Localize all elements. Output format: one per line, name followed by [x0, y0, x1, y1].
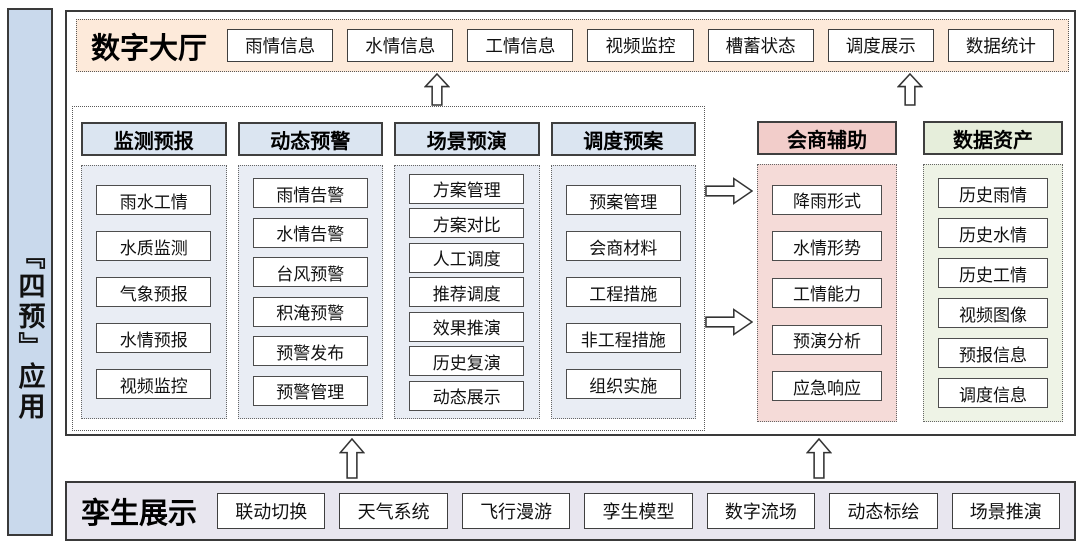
digital-hall-item-button[interactable]: 调度展示 — [827, 29, 934, 62]
module-item-button[interactable]: 预案管理 — [565, 185, 681, 215]
sidebar-title: 『四预』应用 — [14, 242, 45, 422]
module-item-button[interactable]: 雨情告警 — [252, 178, 368, 209]
support-column-header: 会商辅助 — [757, 121, 897, 155]
support-item-button[interactable]: 历史工情 — [937, 258, 1049, 288]
support-item-button[interactable]: 应急响应 — [771, 371, 883, 402]
support-column: 会商辅助 降雨形式水情形势工情能力预演分析应急响应 — [757, 121, 897, 422]
module-column: 监测预报 雨水工情水质监测气象预报水情预报视频监控 — [81, 122, 227, 419]
module-item-button[interactable]: 预警发布 — [252, 336, 368, 367]
module-item-button[interactable]: 视频监控 — [96, 369, 212, 399]
support-item-button[interactable]: 视频图像 — [937, 298, 1049, 328]
arrow-up-bottom-left-icon — [339, 438, 365, 479]
module-item-button[interactable]: 预警管理 — [252, 375, 368, 406]
digital-hall-item-button[interactable]: 工情信息 — [467, 29, 574, 62]
digital-hall-item-button[interactable]: 槽蓄状态 — [707, 29, 814, 62]
twin-display-title: 孪生展示 — [81, 498, 198, 530]
module-item-button[interactable]: 人工调度 — [409, 242, 525, 273]
support-columns-group: 会商辅助 降雨形式水情形势工情能力预演分析应急响应 数据资产 历史雨情历史水情历… — [757, 121, 1063, 422]
arrow-up-right-icon — [897, 73, 923, 106]
module-item-button[interactable]: 历史复演 — [409, 346, 525, 376]
digital-hall-item-button[interactable]: 水情信息 — [347, 29, 454, 62]
app-columns-group: 监测预报 雨水工情水质监测气象预报水情预报视频监控 动态预警 雨情告警水情告警台… — [72, 106, 705, 431]
twin-display-item-button[interactable]: 场景推演 — [951, 493, 1060, 529]
support-column-header: 数据资产 — [923, 121, 1063, 155]
twin-display-item-button[interactable]: 天气系统 — [339, 493, 448, 529]
digital-hall-title: 数字大厅 — [91, 32, 208, 65]
twin-display-item-button[interactable]: 动态标绘 — [829, 493, 938, 529]
module-item-button[interactable]: 方案对比 — [409, 208, 525, 238]
support-item-button[interactable]: 工情能力 — [771, 277, 883, 308]
arrow-up-bottom-right-icon — [806, 438, 832, 479]
module-item-button[interactable]: 效果推演 — [409, 311, 525, 342]
support-item-button[interactable]: 降雨形式 — [771, 184, 883, 215]
module-item-button[interactable]: 工程措施 — [565, 277, 681, 307]
digital-hall-item-button[interactable]: 视频监控 — [587, 29, 694, 62]
module-item-button[interactable]: 方案管理 — [409, 173, 525, 204]
module-column-body: 雨水工情水质监测气象预报水情预报视频监控 — [81, 165, 227, 419]
arrow-right-bottom-icon — [705, 307, 753, 337]
module-column: 调度预案 预案管理会商材料工程措施非工程措施组织实施 — [550, 122, 696, 419]
support-item-button[interactable]: 水情形势 — [771, 231, 883, 262]
sidebar-four-predictions-banner: 『四预』应用 — [7, 8, 53, 536]
module-column-header: 场景预演 — [394, 122, 540, 156]
arrow-up-left-icon — [424, 73, 450, 106]
module-item-button[interactable]: 推荐调度 — [409, 277, 525, 307]
main-application-box: 数字大厅 雨情信息水情信息工情信息视频监控槽蓄状态调度展示数据统计 监测预报 雨… — [65, 10, 1076, 436]
module-item-button[interactable]: 非工程措施 — [565, 323, 681, 353]
support-column-body: 降雨形式水情形势工情能力预演分析应急响应 — [757, 164, 897, 422]
module-item-button[interactable]: 雨水工情 — [96, 185, 212, 215]
digital-hall-item-button[interactable]: 数据统计 — [947, 29, 1054, 62]
twin-display-item-button[interactable]: 数字流场 — [706, 493, 816, 529]
support-item-button[interactable]: 调度信息 — [937, 378, 1049, 408]
support-item-button[interactable]: 历史水情 — [937, 218, 1049, 248]
module-column-header: 调度预案 — [550, 122, 696, 156]
module-item-button[interactable]: 会商材料 — [565, 231, 681, 261]
module-item-button[interactable]: 组织实施 — [565, 369, 681, 399]
module-item-button[interactable]: 水质监测 — [96, 231, 212, 261]
module-column-body: 预案管理会商材料工程措施非工程措施组织实施 — [550, 165, 696, 419]
twin-display-item-button[interactable]: 联动切换 — [217, 493, 326, 529]
module-column: 动态预警 雨情告警水情告警台风预警积淹预警预警发布预警管理 — [237, 122, 383, 419]
module-column-body: 方案管理方案对比人工调度推荐调度效果推演历史复演动态展示 — [394, 165, 540, 419]
module-column-header: 动态预警 — [237, 122, 383, 156]
module-item-button[interactable]: 积淹预警 — [252, 296, 368, 327]
support-column-body: 历史雨情历史水情历史工情视频图像预报信息调度信息 — [923, 164, 1063, 422]
twin-display-item-button[interactable]: 飞行漫游 — [461, 493, 571, 529]
twin-display-panel: 孪生展示 联动切换天气系统飞行漫游孪生模型数字流场动态标绘场景推演 — [65, 481, 1076, 541]
module-item-button[interactable]: 动态展示 — [409, 380, 525, 411]
arrow-right-top-icon — [705, 176, 753, 206]
support-item-button[interactable]: 预报信息 — [937, 338, 1049, 368]
module-column: 场景预演 方案管理方案对比人工调度推荐调度效果推演历史复演动态展示 — [394, 122, 540, 419]
support-column: 数据资产 历史雨情历史水情历史工情视频图像预报信息调度信息 — [923, 121, 1063, 422]
twin-display-item-button[interactable]: 孪生模型 — [584, 493, 693, 529]
support-item-button[interactable]: 历史雨情 — [937, 178, 1049, 208]
module-item-button[interactable]: 水情告警 — [252, 217, 368, 248]
module-item-button[interactable]: 水情预报 — [96, 323, 212, 353]
module-item-button[interactable]: 气象预报 — [96, 277, 212, 307]
module-column-body: 雨情告警水情告警台风预警积淹预警预警发布预警管理 — [237, 165, 383, 419]
support-item-button[interactable]: 预演分析 — [771, 324, 883, 355]
module-column-header: 监测预报 — [81, 122, 227, 156]
digital-hall-panel: 数字大厅 雨情信息水情信息工情信息视频监控槽蓄状态调度展示数据统计 — [76, 19, 1069, 72]
twin-display-buttons: 联动切换天气系统飞行漫游孪生模型数字流场动态标绘场景推演 — [217, 493, 1060, 529]
digital-hall-buttons: 雨情信息水情信息工情信息视频监控槽蓄状态调度展示数据统计 — [227, 29, 1054, 62]
digital-hall-item-button[interactable]: 雨情信息 — [227, 29, 334, 62]
module-item-button[interactable]: 台风预警 — [252, 257, 368, 288]
